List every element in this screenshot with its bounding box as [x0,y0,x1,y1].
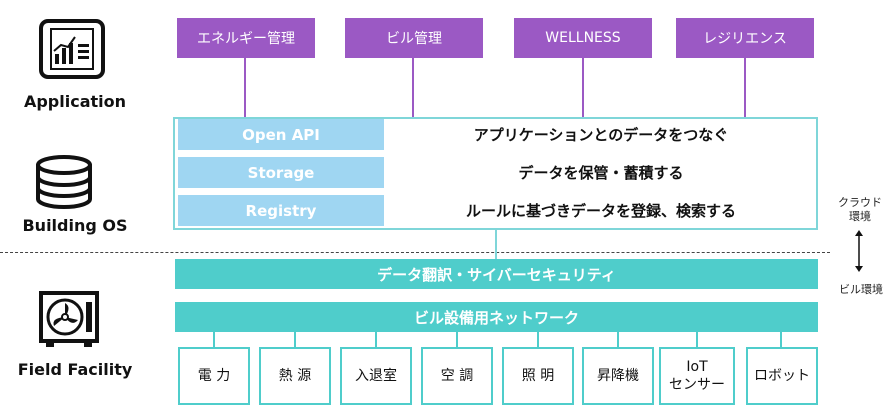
app-resilience: レジリエンス [676,18,814,58]
app-energy-management: エネルギー管理 [177,18,315,58]
os-open-api-description: アプリケーションとのデータをつなぐ [473,126,729,144]
building-environment-label: ビル環境 [839,283,883,296]
tablet-chart-icon [39,19,105,79]
device-connector [456,332,458,347]
device-power: 電 力 [178,347,250,405]
environment-divider [0,252,830,253]
app-connector [582,58,584,118]
device-connector [375,332,377,347]
device-air-conditioning: 空 調 [421,347,493,405]
app-building-management: ビル管理 [345,18,483,58]
device-robot: ロボット [746,347,818,405]
layer-label-building-os: Building OS [22,216,128,235]
device-lighting: 照 明 [502,347,574,405]
os-registry-description: ルールに基づきデータを登録、検索する [465,202,736,220]
app-connector [244,58,246,118]
app-connector [744,58,746,118]
device-connector [780,332,782,347]
device-access-control: 入退室 [340,347,412,405]
layer-label-field-facility: Field Facility [17,360,133,379]
app-connector [412,58,414,118]
layer-label-application: Application [23,92,127,111]
device-connector [696,332,698,347]
device-heat-source: 熱 源 [259,347,331,405]
os-registry: Registry [178,195,384,226]
building-network-band: ビル設備用ネットワーク [175,302,818,332]
double-arrow-icon [855,230,863,272]
device-connector [537,332,539,347]
fan-unit-icon [39,291,99,347]
device-connector [294,332,296,347]
device-elevator: 昇降機 [582,347,654,405]
cloud-environment-label: クラウド 環境 [838,196,882,223]
device-iot-sensor: IoT センサー [659,347,735,405]
os-storage-description: データを保管・蓄積する [518,164,684,182]
app-wellness: WELLNESS [514,18,652,58]
device-connector [617,332,619,347]
os-open-api: Open API [178,119,384,150]
data-translation-security-band: データ翻訳・サイバーセキュリティ [175,259,818,289]
database-icon [36,155,92,209]
os-storage: Storage [178,157,384,188]
device-connector [213,332,215,347]
os-connector [495,229,497,259]
